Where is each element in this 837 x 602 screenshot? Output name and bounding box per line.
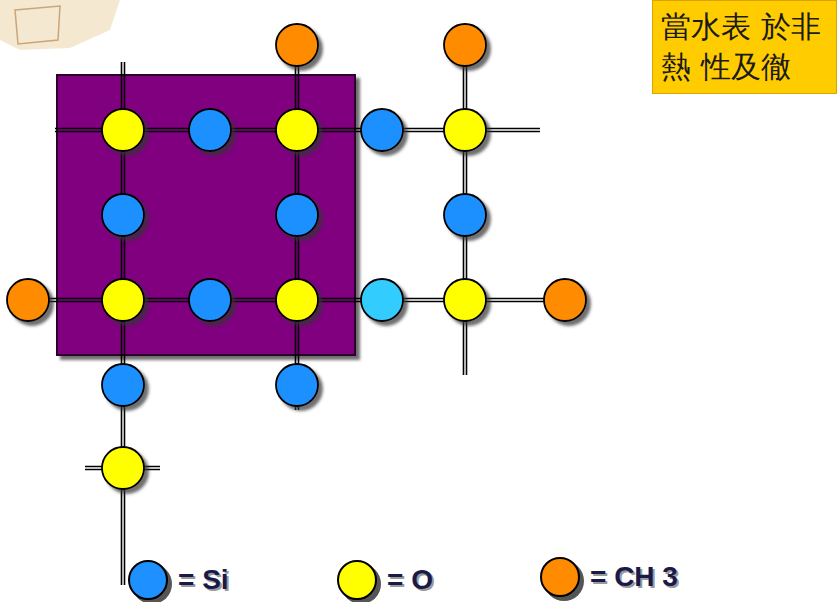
legend-text: = O [387, 564, 433, 596]
legend-swatch [337, 560, 377, 600]
legend-swatch [128, 560, 168, 600]
legend-text: = CH 3 [590, 561, 678, 593]
bonds [30, 45, 565, 585]
legend-text: = Si [178, 564, 229, 596]
legend-swatch [540, 557, 580, 597]
note-box: 當水表 於非熱 性及徹 [652, 0, 837, 94]
note-text: 當水表 於非熱 性及徹 [661, 7, 828, 87]
atoms [7, 24, 586, 489]
corner-illustration [15, 6, 60, 44]
corner-illustration [0, 0, 120, 50]
unit-cell-square [57, 75, 355, 355]
